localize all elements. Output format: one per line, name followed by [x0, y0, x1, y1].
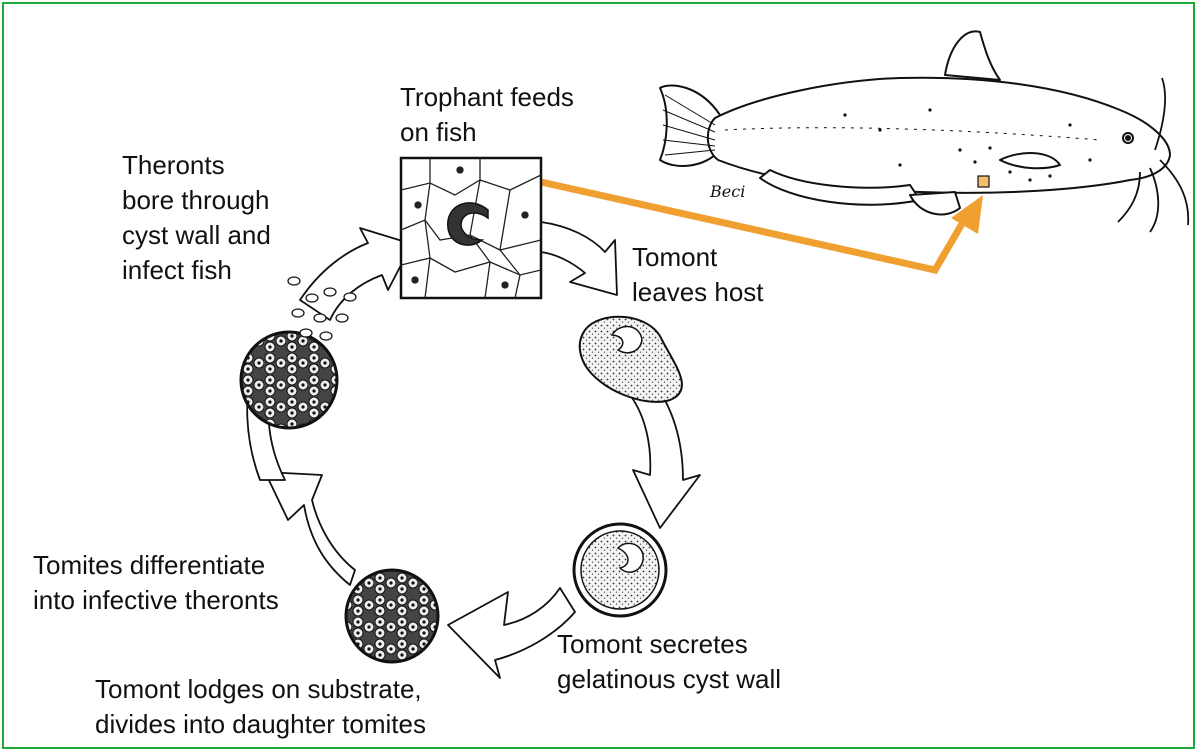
trophont-box: [401, 158, 541, 298]
fish-pelvic-fin: [910, 192, 960, 214]
arrow-to-trophont: [300, 228, 412, 320]
catfish-drawing: [660, 31, 1188, 232]
tomont-cell: [580, 317, 682, 402]
theronts-cyst: [241, 332, 337, 428]
arrow-to-substrate: [448, 588, 575, 678]
infection-site-marker: [978, 176, 989, 187]
label-theronts: Theronts bore through cyst wall and infe…: [122, 148, 271, 288]
label-tomites: Tomites differentiate into infective the…: [33, 548, 279, 618]
fish-dorsal-fin: [945, 31, 1000, 80]
label-tomont-leaves: Tomont leaves host: [632, 240, 764, 310]
cyst-cell: [574, 524, 666, 616]
label-tomont-secretes: Tomont secretes gelatinous cyst wall: [557, 627, 781, 697]
tomites-cyst: [346, 570, 438, 662]
label-tomont-lodges: Tomont lodges on substrate, divides into…: [95, 672, 426, 742]
artist-signature: Beci: [709, 182, 745, 201]
arrow-to-tomont: [541, 222, 617, 295]
label-trophont: Trophant feeds on fish: [400, 80, 574, 150]
